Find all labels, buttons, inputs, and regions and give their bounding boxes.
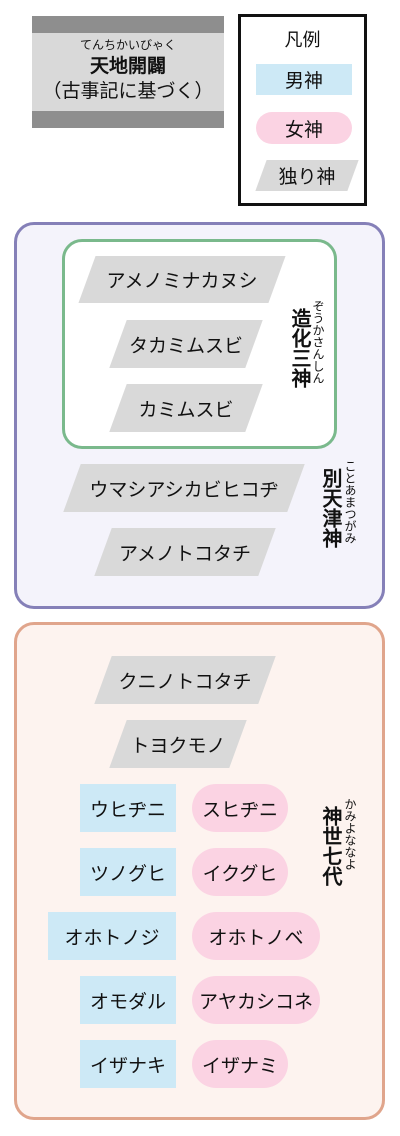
legend-title: 凡例 [284,30,321,51]
kamiyonanayo-label: 神世七代 [319,806,343,886]
deity-label: タカミムスビ [128,334,243,357]
page-subtitle: （古事記に基づく） [42,80,214,102]
title-block [32,16,224,128]
deity-label: ウマシアシカビヒコヂ [89,478,279,501]
deity-label: カミムスビ [138,398,234,421]
zoukasanshin-label: 造化三神 [288,308,312,388]
male-deity-shape [48,912,176,960]
deity-label: トヨクモノ [130,734,226,757]
deity-label: ツノグヒ [89,862,166,885]
deity-label: イクグヒ [202,862,278,885]
deity-label: イザナミ [201,1054,278,1077]
title-bar-bottom [32,111,224,128]
legend-female-swatch [256,112,352,144]
kamiyonanayo-ruby: かみよななよ [343,798,357,870]
page-title: 天地開闢 [89,55,166,77]
deity-label: アヤカシコネ [198,990,313,1013]
kotoamatsukami-ruby: ことあまつがみ [343,460,357,544]
deity-label: アメノトコタチ [118,542,252,565]
male-deity-shape [80,976,176,1024]
legend-box [238,14,367,206]
kotoamatsukami-label: 別天津神 [319,468,343,548]
deity-label: オモダル [89,990,166,1013]
female-deity-shape [192,1040,288,1088]
male-deity-shape [80,848,176,896]
deity-label: オホトノベ [208,926,304,949]
female-deity-shape [192,784,288,832]
title-ruby: てんちかいびゃく [79,38,176,52]
deity-label: クニノトコタチ [118,670,252,693]
deity-label: アメノミナカヌシ [106,270,258,292]
deity-label: オホトノジ [64,926,160,949]
legend-male-swatch [256,64,352,95]
female-deity-shape [192,912,320,960]
deity-label: スヒヂニ [201,798,278,821]
deity-label: イザナキ [89,1054,166,1077]
deity-label: ウヒヂニ [89,798,166,821]
female-deity-shape [192,976,320,1024]
male-deity-shape [80,784,176,832]
female-deity-shape [192,848,288,896]
legend-male-label: 男神 [284,70,323,92]
male-deity-shape [80,1040,176,1088]
legend-female-label: 女神 [284,118,323,141]
title-bar-top [32,16,224,33]
legend-solitary-label: 独り神 [278,166,336,188]
zoukasanshin-ruby: ぞうかさんしん [311,300,325,384]
